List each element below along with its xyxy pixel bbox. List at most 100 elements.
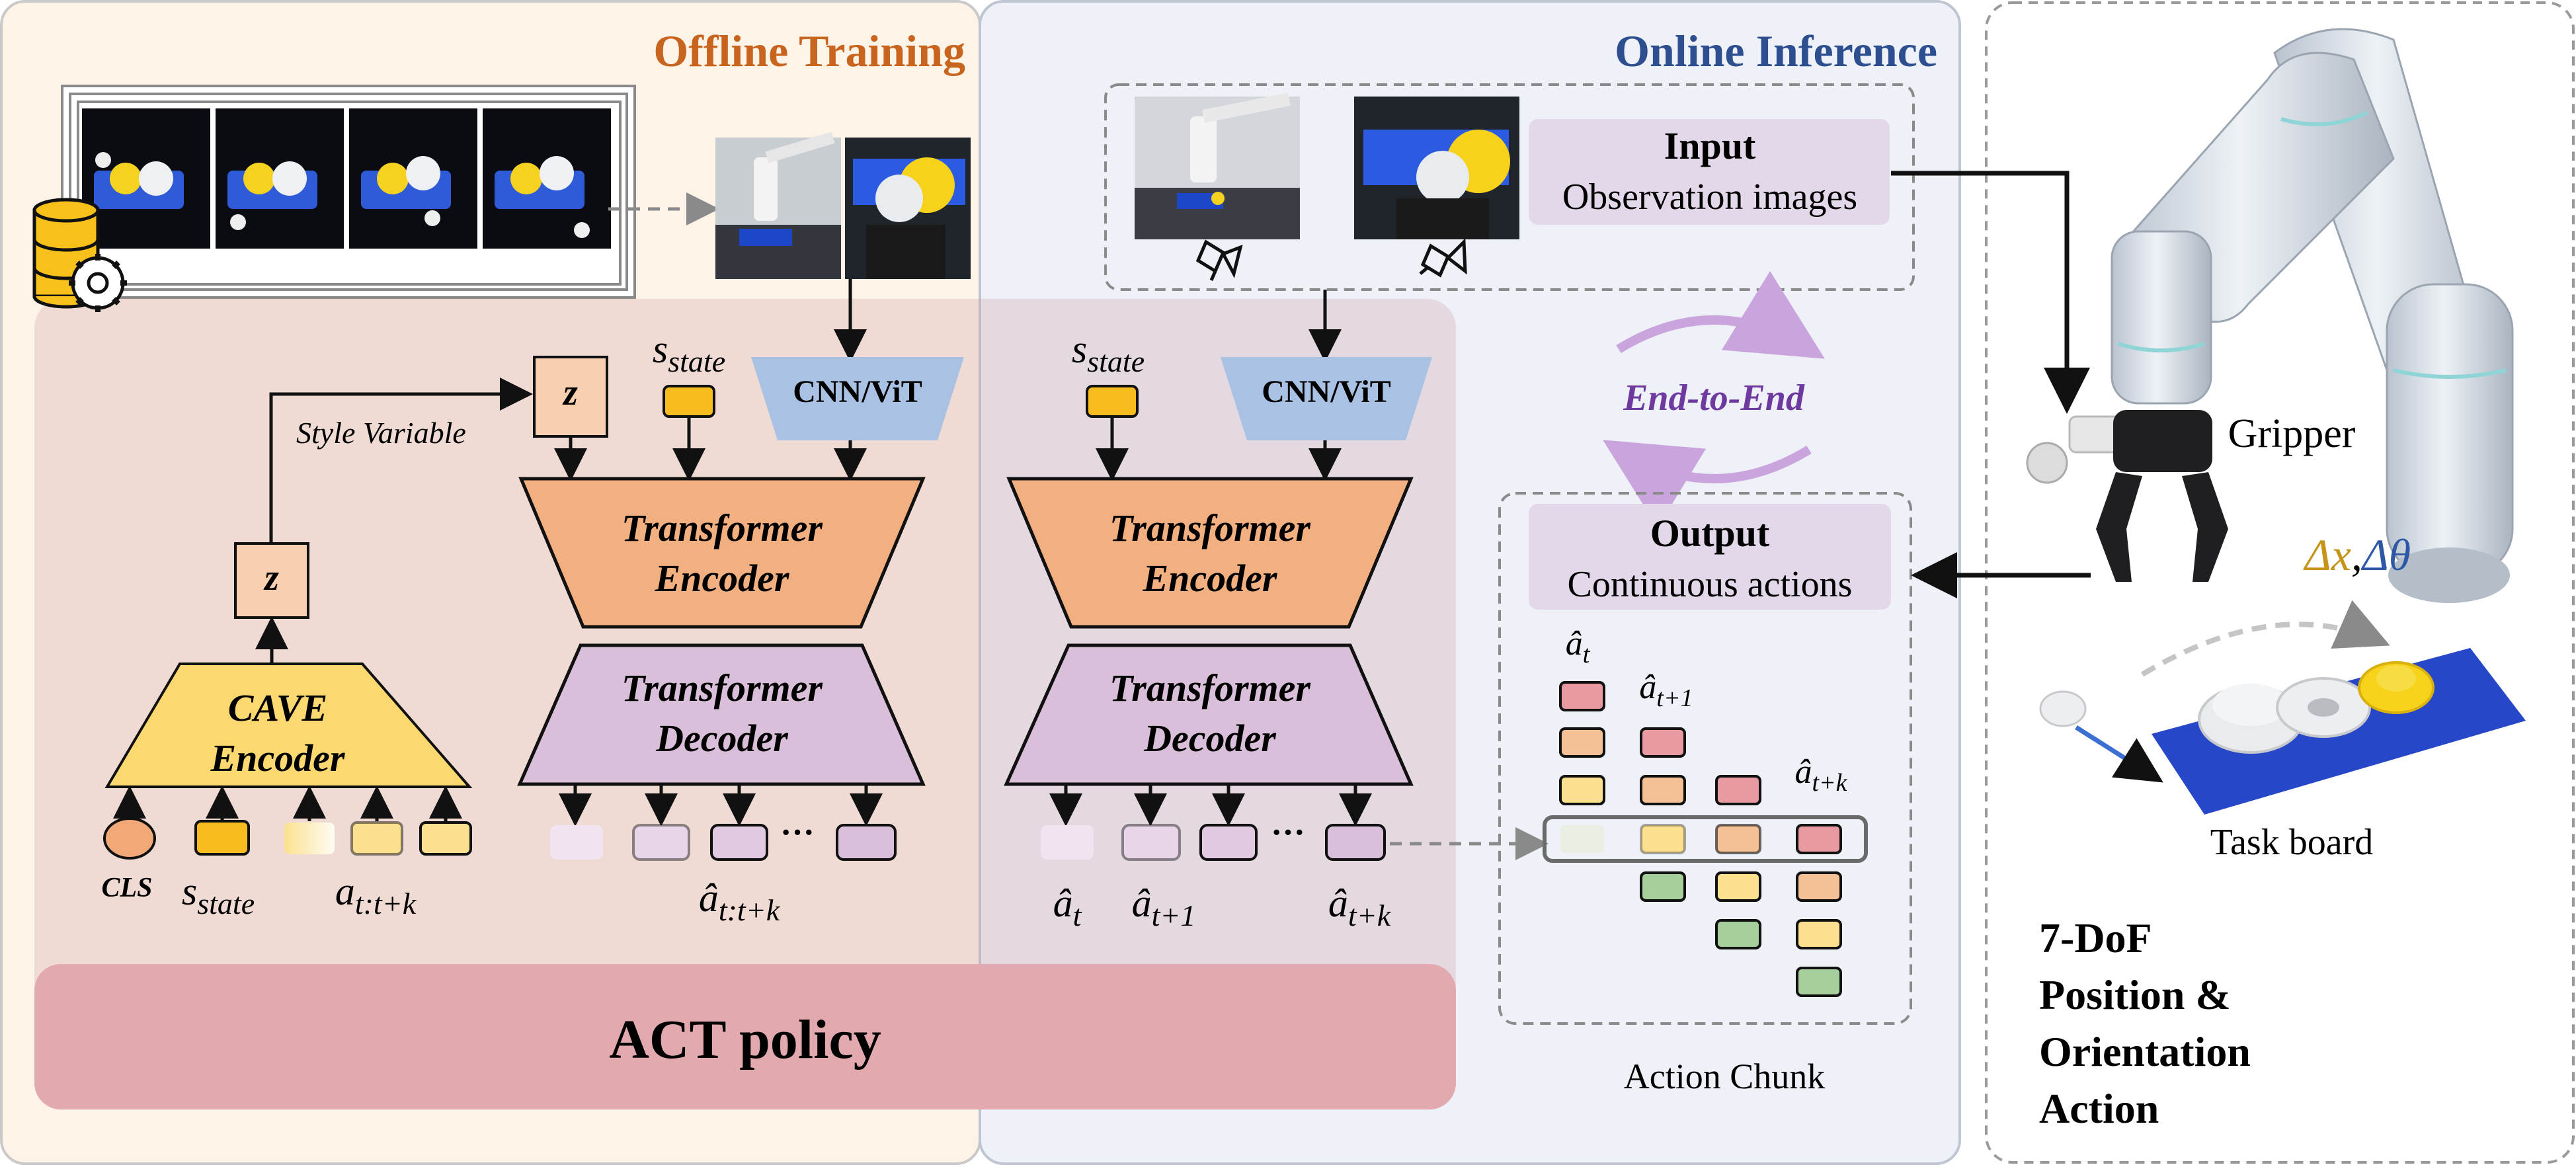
action-chunk-region xyxy=(1498,492,1912,1025)
online-encoder-label-2: Encoder xyxy=(1143,557,1277,600)
online-s-state-label: sstate xyxy=(1072,327,1145,378)
online-input-region xyxy=(1104,83,1915,291)
offline-training-title: Offline Training xyxy=(653,26,965,76)
online-output-ellipsis: ··· xyxy=(1271,814,1305,852)
offline-transformer-encoder xyxy=(518,477,926,629)
offline-camera-image-top xyxy=(715,132,841,279)
online-cnn-vit-label: CNN/ViT xyxy=(1262,374,1391,409)
output-title: Output xyxy=(1650,512,1770,555)
end-to-end-arrow-bottom xyxy=(1603,440,1812,528)
camera-icon-1 xyxy=(1195,239,1243,281)
online-output-token-3 xyxy=(1199,824,1258,861)
chunk-cell xyxy=(1640,824,1686,854)
style-variable-arrow xyxy=(269,378,533,543)
chunk-cell xyxy=(1796,919,1842,949)
chunk-cell xyxy=(1715,871,1761,902)
online-output-token-1 xyxy=(1041,825,1094,860)
offline-transformer-decoder xyxy=(517,643,926,786)
chunk-cell xyxy=(1640,871,1686,902)
offline-output-token-3 xyxy=(710,824,768,861)
style-variable-label: Style Variable xyxy=(296,416,466,450)
z-label-bottom: z xyxy=(263,557,279,598)
online-output-token-2 xyxy=(1121,824,1181,861)
online-transformer-encoder xyxy=(1006,477,1414,629)
chunk-cell xyxy=(1559,775,1605,805)
end-to-end-label: End-to-End xyxy=(1623,378,1805,419)
delta-action-label: Δx,Δθ xyxy=(2303,530,2411,580)
online-output-label-2: ât+1 xyxy=(1132,881,1196,932)
task-board-label: Task board xyxy=(2210,822,2373,863)
online-decoder-label-1: Transformer xyxy=(1109,666,1310,709)
action-chunk-grid xyxy=(1559,681,1842,997)
chunk-label-t: ât xyxy=(1566,625,1591,668)
offline-cnn-vit-label: CNN/ViT xyxy=(793,374,922,409)
offline-output-token-4 xyxy=(836,824,897,861)
chunk-cell xyxy=(1560,825,1604,853)
chunk-cell xyxy=(1640,727,1686,758)
input-label-box xyxy=(1529,119,1890,225)
chunk-cell xyxy=(1559,727,1605,758)
dof-label-3: Orientation xyxy=(2039,1028,2251,1075)
output-label-box xyxy=(1529,504,1891,610)
dof-label-1: 7-DoF xyxy=(2039,914,2152,961)
online-cnn-vit-block xyxy=(1221,357,1432,440)
online-decoder-label-2: Decoder xyxy=(1143,717,1276,760)
robot-arm-illustration xyxy=(2026,28,2514,603)
action-chunk-label: Action Chunk xyxy=(1624,1057,1826,1096)
online-output-label-3: ât+k xyxy=(1328,881,1392,932)
dataset-image-stack xyxy=(61,85,636,299)
end-to-end-arrow-top xyxy=(1616,270,1825,359)
input-subtitle: Observation images xyxy=(1562,177,1857,218)
output-subtitle: Continuous actions xyxy=(1568,564,1853,605)
chunk-label-t1: ât+1 xyxy=(1639,668,1693,712)
chunk-cell xyxy=(1796,967,1842,997)
offline-decoder-label-2: Decoder xyxy=(655,717,788,760)
task-board-illustration xyxy=(2039,600,2526,815)
cls-label: CLS xyxy=(101,873,152,903)
chunk-cell xyxy=(1715,919,1761,949)
offline-state-box-top xyxy=(663,385,715,418)
cave-action-input-2 xyxy=(350,821,403,856)
cave-action-input-3 xyxy=(419,821,472,856)
online-state-box xyxy=(1086,385,1139,418)
cave-encoder-block xyxy=(104,663,473,788)
input-title: Input xyxy=(1664,124,1756,167)
dof-label-2: Position & xyxy=(2039,971,2231,1018)
chunk-cell xyxy=(1715,775,1761,805)
dataset-frame xyxy=(82,108,210,249)
cave-s-state-label: sstate xyxy=(182,869,255,920)
offline-encoder-label-2: Encoder xyxy=(655,557,789,600)
offline-output-ellipsis: ··· xyxy=(780,814,815,852)
offline-encoder-label-1: Transformer xyxy=(622,506,823,549)
input-to-robot-arrow xyxy=(1891,171,2090,414)
dataset-frame xyxy=(483,108,611,249)
chunk-cell xyxy=(1796,871,1842,902)
chunk-current-step-highlight xyxy=(1543,815,1868,863)
gripper-label: Gripper xyxy=(2228,411,2356,456)
offline-decoder-label-1: Transformer xyxy=(622,666,823,709)
offline-output-token-1 xyxy=(550,825,603,860)
offline-cnn-vit-block xyxy=(751,357,964,440)
act-policy-bar xyxy=(34,964,1456,1109)
cls-token xyxy=(103,817,156,860)
chunk-cell xyxy=(1796,824,1842,854)
online-transformer-decoder xyxy=(1004,643,1414,786)
dof-label-4: Action xyxy=(2039,1085,2159,1132)
online-camera-image-top xyxy=(1135,93,1300,239)
chunk-cell xyxy=(1640,775,1686,805)
cave-action-label: at:t+k xyxy=(335,869,417,920)
online-encoder-label-1: Transformer xyxy=(1109,506,1310,549)
dataset-frame xyxy=(349,108,477,249)
act-policy-label: ACT policy xyxy=(609,1009,881,1070)
chunk-cell xyxy=(1715,824,1761,854)
offline-s-state-label-top: sstate xyxy=(653,327,725,378)
z-box-bottom xyxy=(234,542,309,619)
chunk-label-tk: ât+k xyxy=(1794,753,1847,797)
dataset-frame xyxy=(216,108,344,249)
cave-encoder-label-1: CAVE xyxy=(228,686,327,729)
online-output-token-4 xyxy=(1325,824,1386,861)
z-box-top xyxy=(533,356,608,438)
offline-output-label: ât:t+k xyxy=(699,876,781,927)
database-settings-icon xyxy=(32,198,127,312)
online-inference-panel xyxy=(979,0,1961,1165)
